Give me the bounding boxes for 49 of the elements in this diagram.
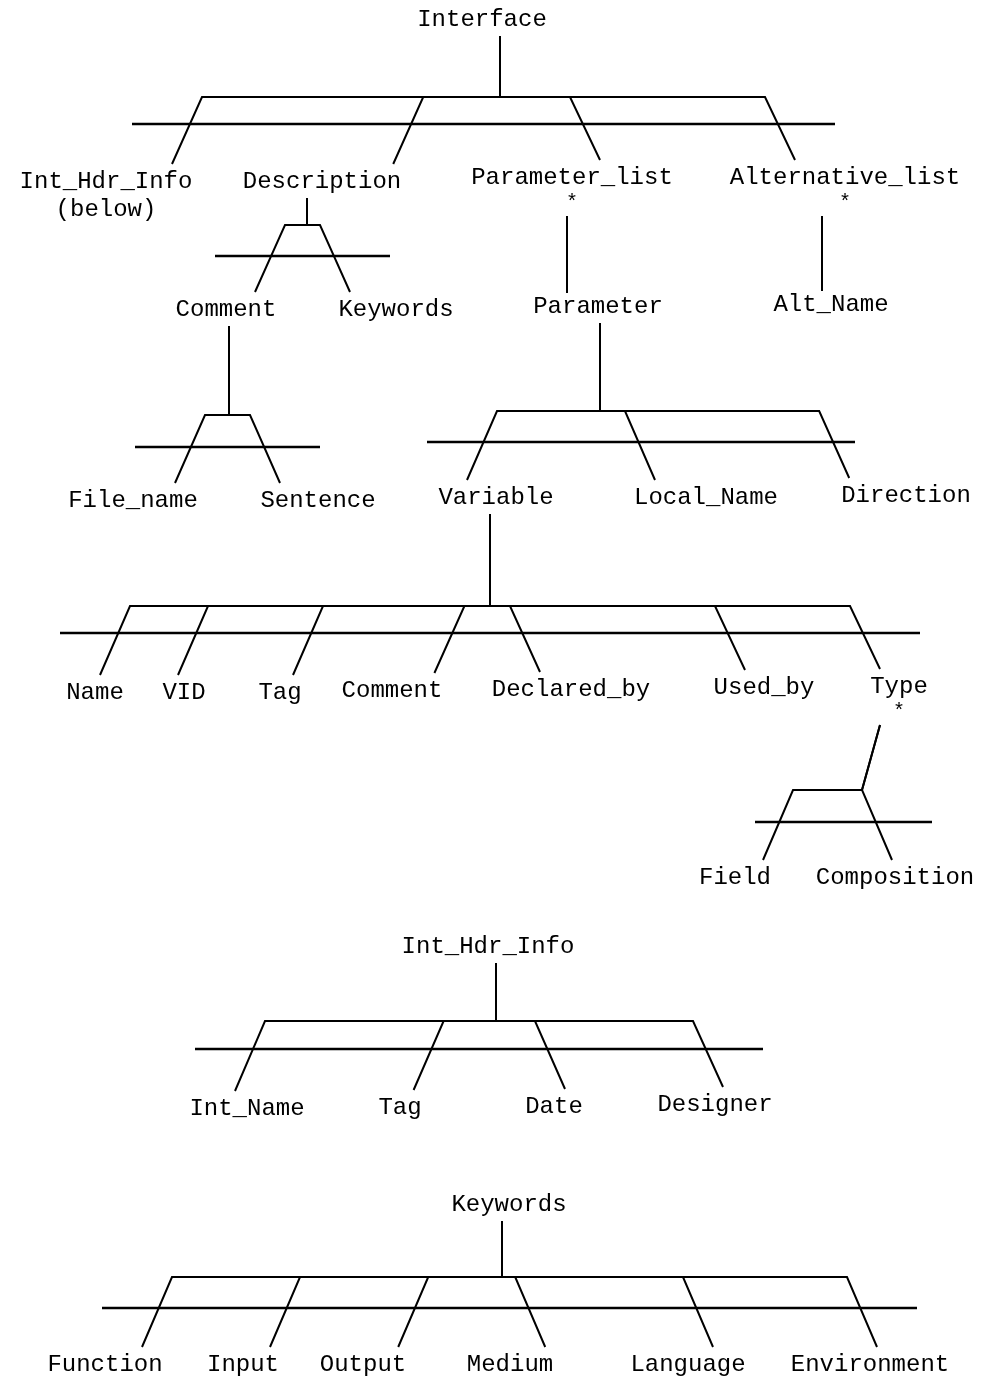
connector-line xyxy=(228,325,281,484)
node-label: Field xyxy=(699,864,771,892)
node-label: Interface xyxy=(417,6,547,34)
node-label: Keywords xyxy=(338,296,454,324)
connector-line xyxy=(495,962,724,1088)
node-label: Int_Hdr_Info xyxy=(401,933,575,961)
node-label: Name xyxy=(66,679,124,707)
node-label: Int_Name xyxy=(189,1095,305,1123)
node-label: Output xyxy=(319,1351,407,1378)
connector-line xyxy=(499,35,796,161)
node-label: Comment xyxy=(341,677,443,705)
node-label: Type xyxy=(870,673,928,701)
node-label: Environment xyxy=(790,1351,950,1378)
node-label: Comment xyxy=(175,296,277,324)
node-label: Int_Hdr_Info xyxy=(19,168,193,196)
node-label: Tag xyxy=(378,1094,422,1122)
connector-line xyxy=(489,513,881,670)
node-label: Declared_by xyxy=(491,676,651,704)
connector-line xyxy=(599,322,851,479)
node-label: Variable xyxy=(438,484,554,512)
node-label: Composition xyxy=(815,864,975,892)
node-label: Description xyxy=(242,168,402,196)
node-label: File_name xyxy=(68,487,198,515)
node-label: Alt_Name xyxy=(773,291,889,319)
node-label: Function xyxy=(47,1351,163,1378)
node-note: (below) xyxy=(55,196,157,224)
iteration-mark: * xyxy=(839,192,851,214)
node-label: Sentence xyxy=(260,487,376,515)
node-label: VID xyxy=(162,679,206,707)
node-label: Language xyxy=(630,1351,746,1378)
node-label: Local_Name xyxy=(634,484,778,512)
iteration-mark: * xyxy=(566,192,578,214)
node-label: Parameter_list xyxy=(471,164,673,192)
connector-line xyxy=(821,215,823,292)
node-label: Used_by xyxy=(713,674,815,702)
connector-line xyxy=(566,215,568,294)
node-label: Medium xyxy=(466,1351,554,1378)
iteration-mark: * xyxy=(893,701,905,723)
connector-line xyxy=(501,1220,878,1348)
node-label: Keywords xyxy=(451,1191,567,1219)
node-label: Designer xyxy=(657,1091,773,1119)
node-label: Tag xyxy=(258,679,302,707)
node-label: Direction xyxy=(841,482,971,510)
node-label: Input xyxy=(207,1351,279,1378)
connector-line xyxy=(861,724,893,861)
node-label: Date xyxy=(525,1093,583,1121)
node-label: Alternative_list xyxy=(729,164,961,192)
connector-line xyxy=(306,197,351,293)
node-label: Parameter xyxy=(533,293,663,321)
